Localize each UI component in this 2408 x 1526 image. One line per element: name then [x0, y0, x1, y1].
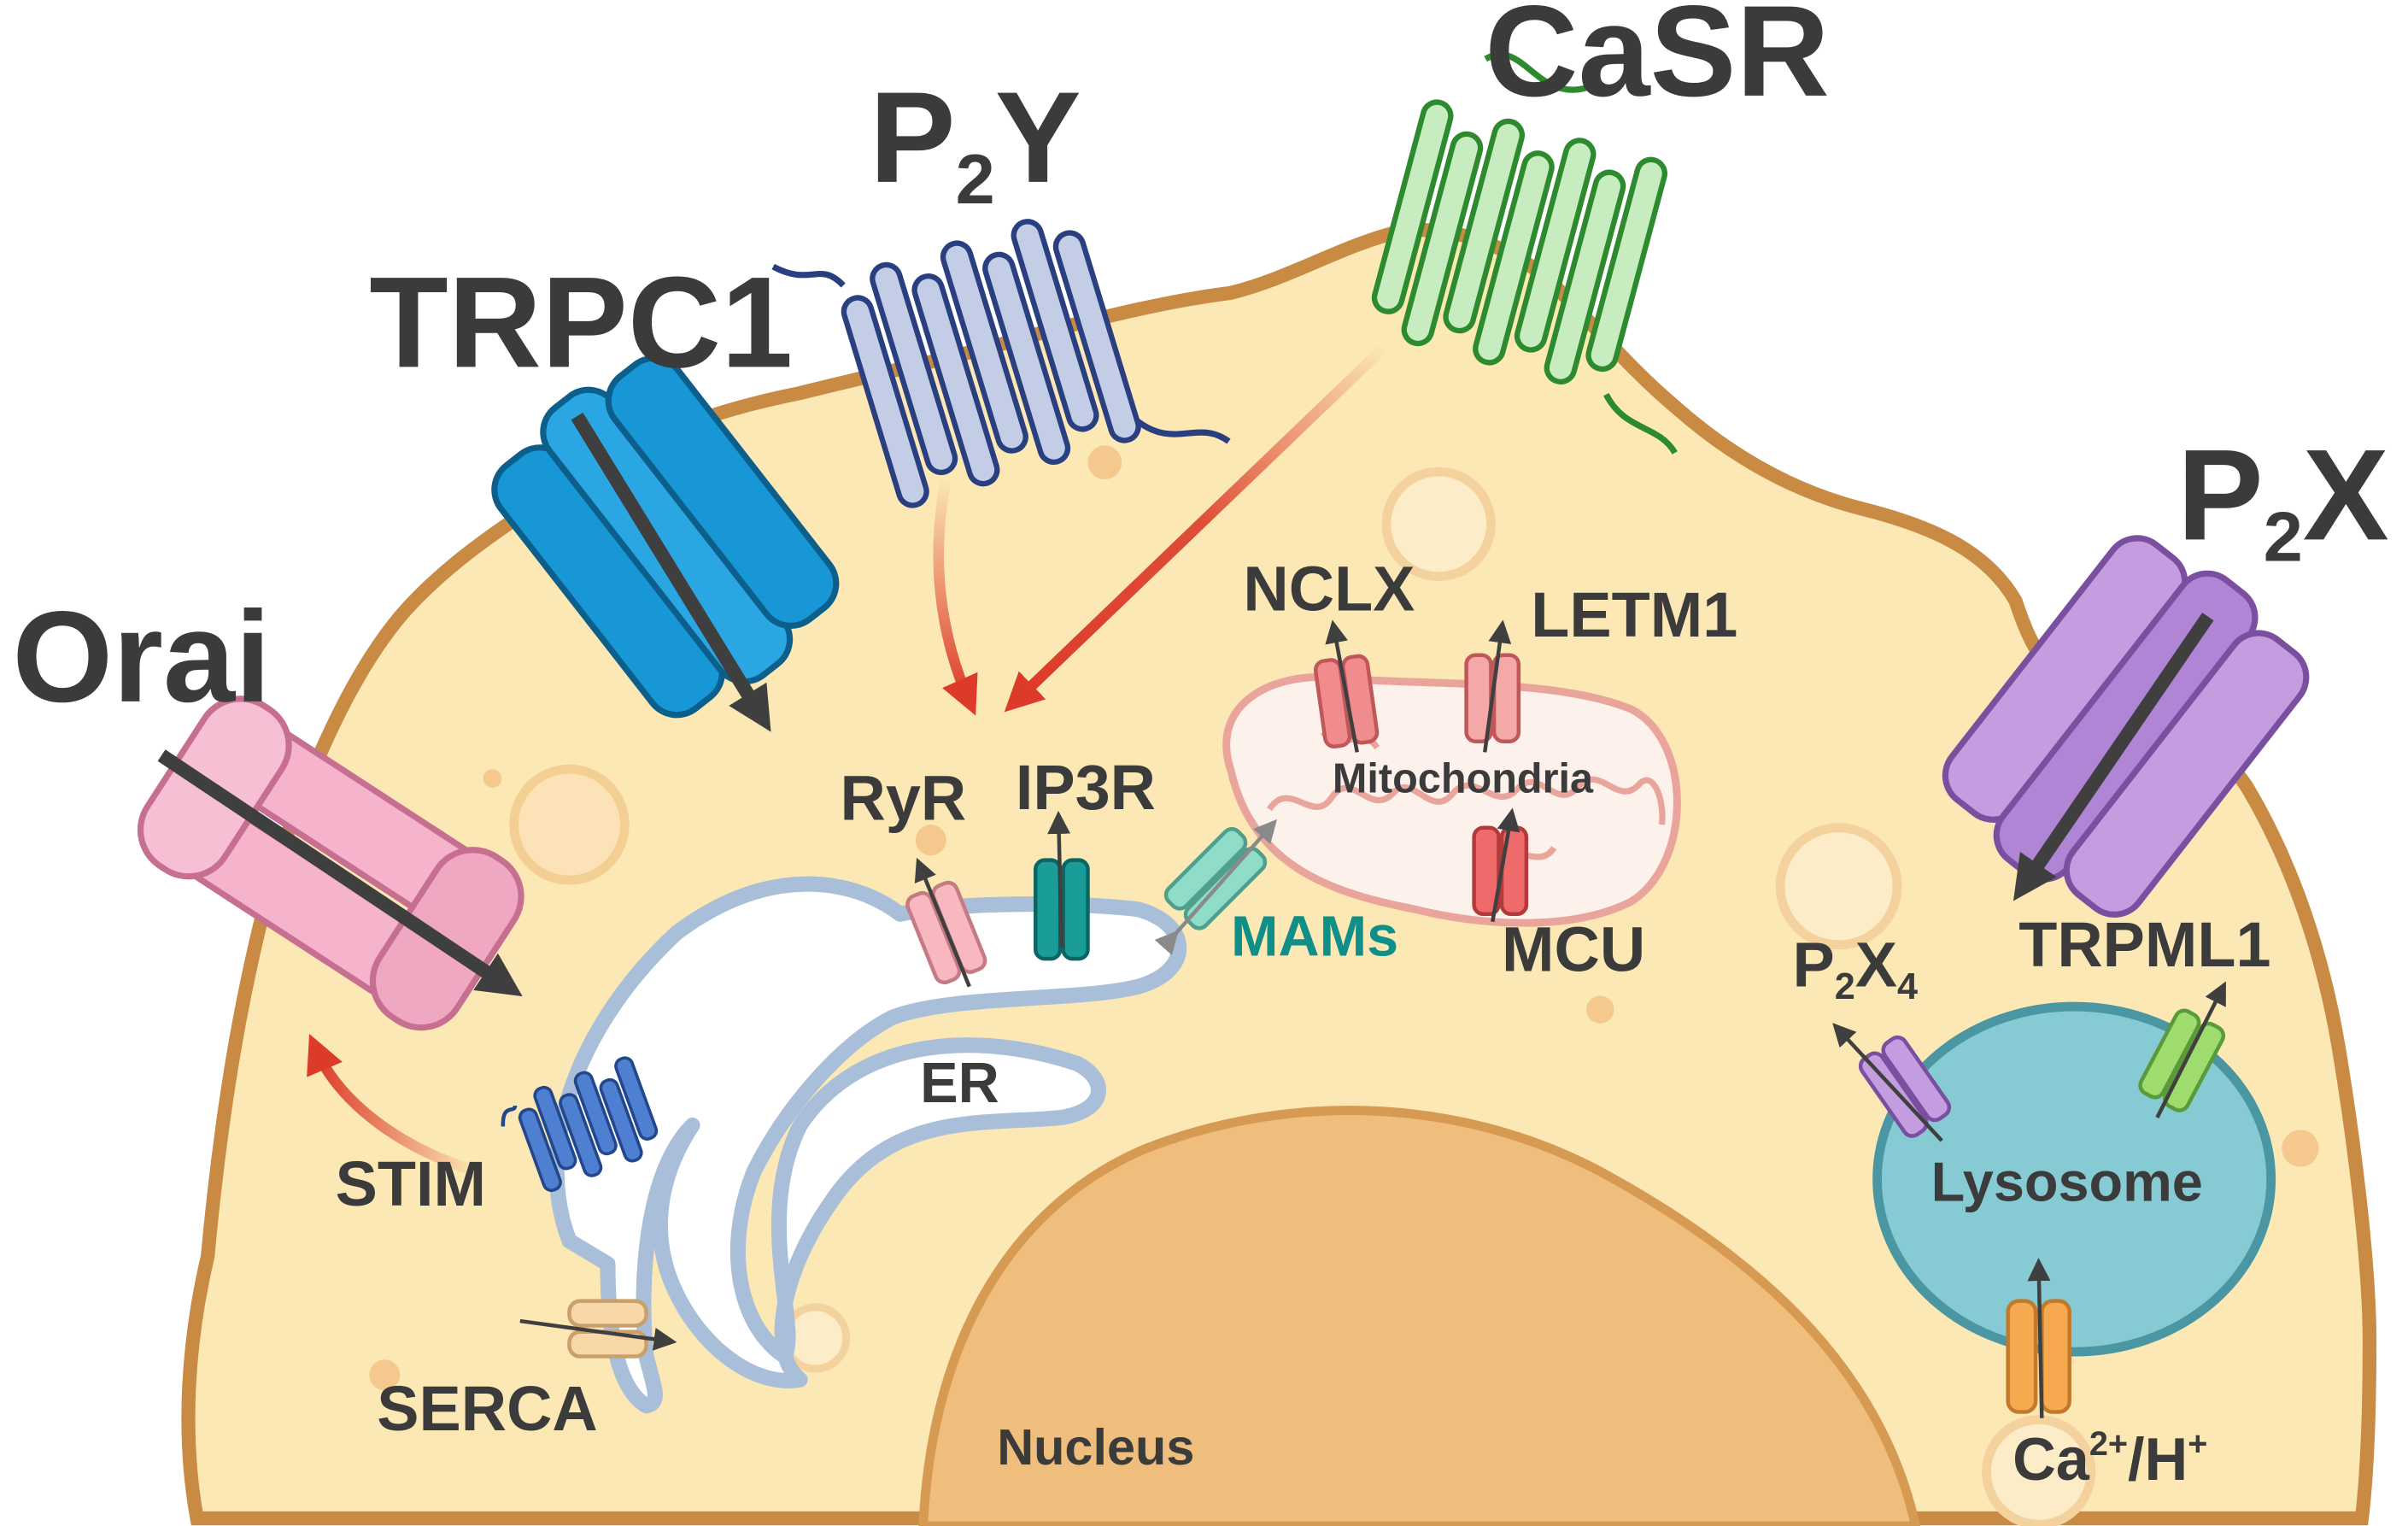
label-serca: SERCA — [377, 1373, 597, 1444]
ca-h-flux-arrow — [2027, 1258, 2051, 1418]
label-ryr: RyR — [840, 763, 966, 834]
label-ip3r: IP3R — [1016, 752, 1156, 823]
trpml1-channel — [2138, 1008, 2226, 1112]
casr-receptor — [1371, 51, 1678, 455]
label-p2y: P2Y — [870, 66, 1081, 219]
stim-protein — [501, 1056, 659, 1193]
p2x-flux-arrow — [2013, 613, 2214, 901]
label-er: ER — [920, 1052, 999, 1115]
p2x4-channel — [1858, 1035, 1952, 1138]
p2y-to-er-arrow — [933, 477, 978, 716]
label-p2x: P2X — [2177, 423, 2389, 576]
endoplasmic-reticulum — [548, 876, 1187, 1414]
mams-flux-arrow — [1154, 819, 1278, 955]
casr-to-er-arrow — [1004, 343, 1389, 713]
p2y-receptor — [771, 219, 1231, 508]
letm1-flux-arrow — [1483, 619, 1512, 753]
orai-flux-arrow — [157, 749, 523, 997]
mcu-channel — [1472, 825, 1529, 917]
label-letm1: LETM1 — [1531, 579, 1737, 650]
label-nucleus: Nucleus — [997, 1418, 1194, 1476]
trpc1-flux-arrow — [571, 412, 771, 732]
vesicles — [369, 445, 2319, 1526]
nucleus — [918, 1106, 1921, 1526]
label-trpml1: TRPML1 — [2018, 909, 2270, 980]
label-mams: MAMs — [1231, 905, 1398, 968]
ryr-flux-arrow — [914, 857, 971, 988]
label-lysosome: Lysosome — [1931, 1150, 2203, 1212]
nclx-flux-arrow — [1325, 619, 1359, 753]
ip3r-channel — [1034, 858, 1090, 961]
label-stim: STIM — [336, 1148, 486, 1219]
ryr-channel — [905, 880, 987, 985]
label-mitochondria: Mitochondria — [1333, 755, 1594, 801]
label-orai: Orai — [12, 585, 271, 730]
mcu-flux-arrow — [1491, 807, 1520, 923]
label-p2x4: P2X4 — [1792, 930, 1918, 1007]
p2x4-flux-arrow — [1832, 1023, 1943, 1142]
ip3r-flux-arrow — [1047, 810, 1071, 948]
label-trpc1: TRPC1 — [369, 250, 793, 395]
ca-h-exchanger — [2006, 1299, 2071, 1414]
serca-flux-arrow — [519, 1318, 677, 1351]
label-mcu: MCU — [1502, 913, 1645, 984]
orai-channel — [137, 696, 524, 1031]
trpml1-flux-arrow — [2155, 981, 2226, 1118]
serca-pump — [567, 1299, 648, 1359]
stim-to-orai-arrow — [307, 1034, 479, 1177]
label-nclx: NCLX — [1243, 553, 1415, 624]
label-casr: CaSR — [1485, 0, 1830, 124]
label-ca-h: Ca2+/H+ — [2013, 1425, 2207, 1493]
